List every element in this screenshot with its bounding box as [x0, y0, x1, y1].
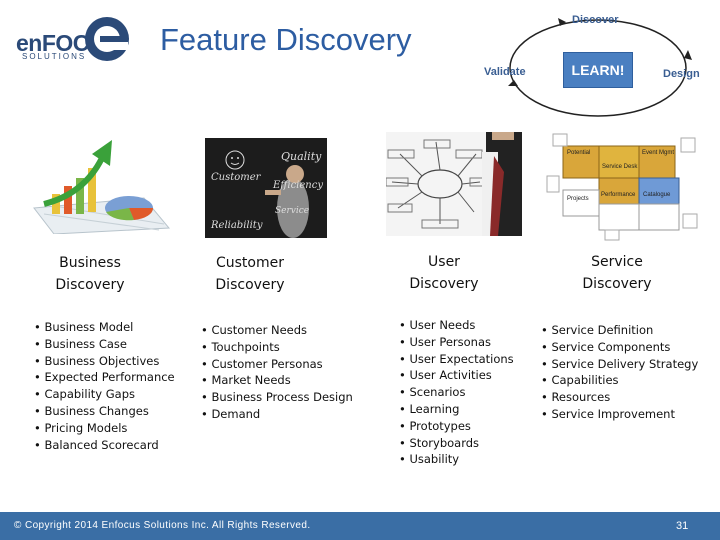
business-bullet-list: Business Model Business Case Business Ob… — [34, 319, 175, 454]
list-item: Business Changes — [34, 403, 175, 420]
list-item: Service Definition — [541, 322, 698, 339]
heading-user-line2: Discovery — [409, 276, 479, 292]
cycle-label-discover: Discover — [572, 14, 619, 26]
customer-chalkboard-image: Quality Customer Efficiency Service Reli… — [205, 138, 327, 238]
list-item: User Expectations — [399, 351, 513, 368]
list-item: User Needs — [399, 317, 514, 334]
list-item: Balanced Scorecard — [34, 437, 175, 454]
list-item: Business Model — [34, 319, 175, 336]
footer-bar — [0, 512, 720, 540]
heading-customer-line2: Discovery — [215, 277, 285, 293]
puzzle-label-service-desk: Service Desk — [602, 164, 638, 170]
page-number: 31 — [676, 520, 689, 532]
heading-service-line1: Service — [591, 254, 643, 270]
list-item: Customer Personas — [201, 356, 353, 373]
board-word-efficiency: Efficiency — [273, 180, 323, 191]
list-item: User Activities — [399, 367, 514, 384]
list-item: Business Case — [34, 336, 175, 353]
list-item: Capabilities — [541, 372, 698, 389]
page-title: Feature Discovery — [160, 22, 412, 57]
footer-copyright: © Copyright 2014 Enfocus Solutions Inc. … — [14, 520, 311, 531]
list-item: Service Improvement — [541, 406, 698, 423]
board-word-quality: Quality — [281, 150, 322, 163]
cycle-label-validate: Validate — [484, 66, 526, 78]
list-item: Market Needs — [201, 372, 353, 389]
list-item: Capability Gaps — [34, 386, 175, 403]
list-item: Scenarios — [399, 384, 514, 401]
service-bullet-list: Service Definition Service Components Se… — [541, 322, 698, 423]
learn-box: LEARN! — [563, 52, 633, 88]
puzzle-label-event-mgmt: Event Mgmt — [642, 150, 675, 156]
list-item: Business Objectives — [34, 353, 175, 370]
list-item: User Personas — [399, 334, 514, 351]
list-item: Touchpoints — [201, 339, 353, 356]
service-puzzle-image — [545, 126, 703, 242]
heading-service-discovery: Service Discovery — [557, 251, 677, 295]
list-item: Service Delivery Strategy — [541, 356, 698, 373]
board-word-reliability: Reliability — [211, 220, 263, 231]
list-item: Pricing Models — [34, 420, 175, 437]
heading-customer-line1: Customer — [215, 255, 284, 271]
list-item: Usability — [399, 451, 514, 468]
puzzle-label-potential: Potential — [567, 150, 591, 156]
cycle-label-design: Design — [663, 68, 700, 80]
list-item: Prototypes — [399, 418, 514, 435]
heading-user-discovery: User Discovery — [384, 251, 504, 295]
puzzle-label-performance: Performance — [601, 192, 636, 198]
list-item: Expected Performance — [34, 369, 174, 386]
list-item: Customer Needs — [201, 322, 353, 339]
customer-bullet-list: Customer Needs Touchpoints Customer Pers… — [201, 322, 353, 423]
list-item: Storyboards — [399, 435, 514, 452]
heading-business-line2: Discovery — [55, 277, 125, 293]
board-word-customer: Customer — [211, 172, 261, 183]
list-item: Resources — [541, 389, 698, 406]
heading-service-line2: Discovery — [582, 276, 652, 292]
business-growth-chart-image — [33, 140, 171, 234]
logo-e-icon — [85, 17, 129, 61]
heading-user-line1: User — [428, 254, 460, 270]
puzzle-label-catalogue: Catalogue — [643, 192, 671, 198]
logo-subtitle: SOLUTIONS — [22, 52, 87, 61]
list-item: Demand — [201, 406, 353, 423]
puzzle-label-projects: Projects — [567, 196, 589, 202]
board-word-service: Service — [275, 206, 310, 216]
heading-business-discovery: Business Discovery — [30, 252, 150, 296]
list-item: Service Components — [541, 339, 698, 356]
design-sketch-image — [386, 132, 522, 236]
heading-customer-discovery: Customer Discovery — [190, 252, 310, 296]
list-item: Business Process Design — [201, 389, 352, 406]
discover-cycle-diagram — [508, 18, 692, 117]
list-item: Learning — [399, 401, 514, 418]
user-bullet-list: User Needs User Personas User Expectatio… — [399, 317, 514, 468]
heading-business-line1: Business — [59, 255, 121, 271]
